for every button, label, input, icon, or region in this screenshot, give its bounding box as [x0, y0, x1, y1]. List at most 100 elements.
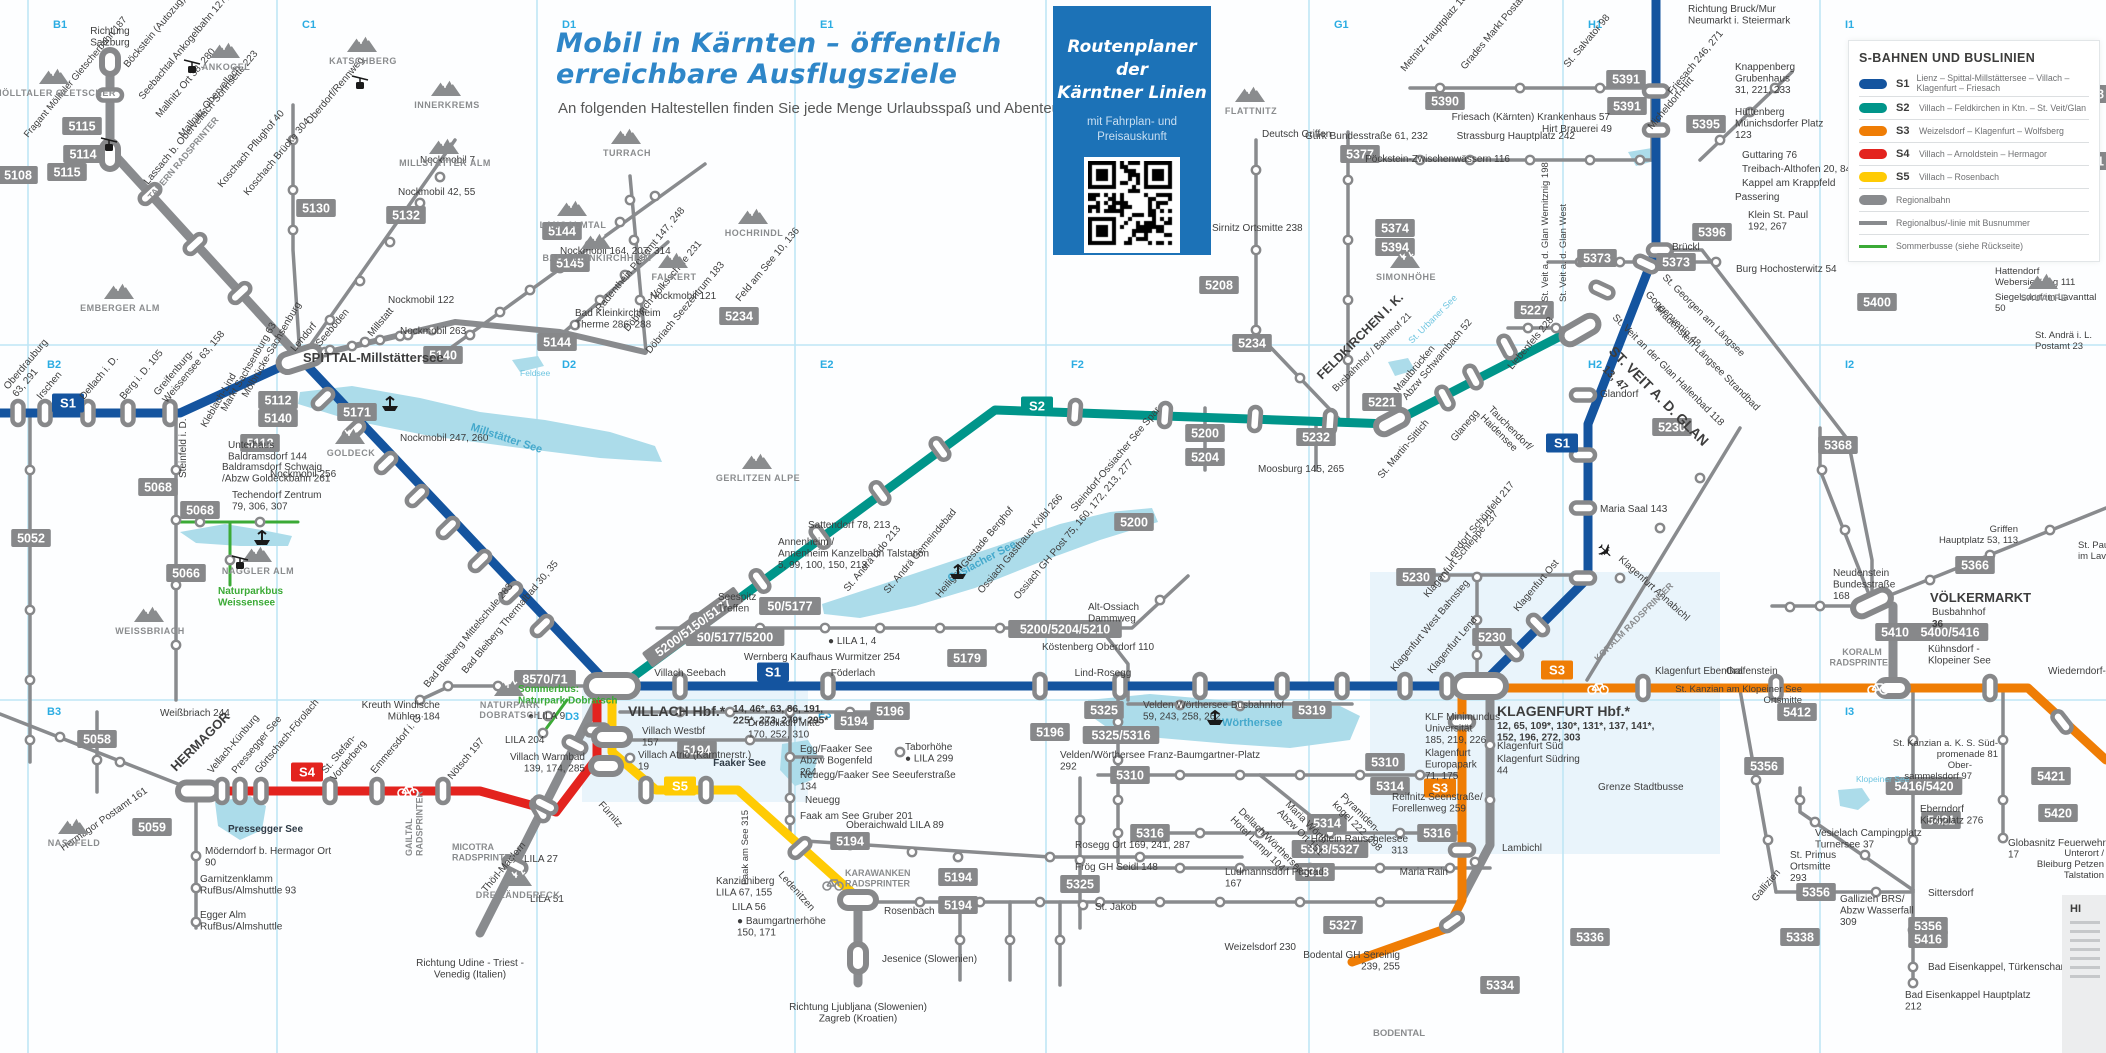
sline-flag-bg: [1541, 660, 1573, 680]
station-capsule: [1373, 406, 1411, 438]
map-label-text: LILA 51: [530, 894, 564, 905]
station-capsule: [820, 671, 836, 701]
map-label: Friesach (Kärnten) Krankenhaus 57: [1452, 112, 1611, 123]
bus-number-badge: 5338: [1780, 928, 1820, 946]
map-label-text: Feldsee: [520, 368, 551, 378]
bus-stop-dot: [464, 329, 476, 341]
bus-stop-dot: [1997, 734, 2009, 746]
station-capsule-shape: [1568, 500, 1598, 516]
bus-number-badge-bg: [1396, 568, 1436, 586]
map-label: Kühnsdorf -Klopeiner See: [1928, 644, 1991, 667]
grid-label: B2: [47, 359, 61, 371]
mountain-icon: GOLDECK: [327, 427, 376, 458]
map-label: Guttaring 76: [1742, 150, 1797, 161]
bus-number-badge-bg: [947, 649, 987, 667]
mountain-shape: [494, 680, 524, 696]
legend-line-desc: Villach – Arnoldstein – Hermagor: [1919, 148, 2047, 159]
bus-number-badge: 8570/71: [514, 670, 576, 688]
legend-swatch-s5: [1859, 172, 1889, 183]
station-capsule-shape: [698, 775, 714, 805]
grid-label: C1: [302, 19, 316, 31]
map-label-text: Maria Saal 143: [1600, 504, 1668, 515]
map-label-text: Richtung Udine - Triest -Venedig (Italie…: [416, 958, 524, 981]
routeplanner-sub-line1: mit Fahrplan- und: [1086, 115, 1178, 128]
station-capsule: [1558, 312, 1602, 348]
bus-number-badge-text: 5390: [1431, 95, 1459, 109]
sline-flag-s3: S3: [1541, 660, 1573, 680]
map-label: Friesach 246, 271: [1666, 28, 1726, 97]
bus-stop-dot: [1094, 896, 1106, 908]
station-capsule-shape: [1588, 279, 1616, 301]
station-capsule-shape: [837, 889, 879, 911]
map-label-text: Baldramsdorf Schwaig/Abzw Goldeckbahn 26…: [222, 462, 331, 485]
station-capsule-shape: [1156, 400, 1174, 430]
bus-stop-dot: [1034, 896, 1046, 908]
station-capsule: [80, 398, 96, 428]
bus-number-badge: 5204: [1185, 448, 1225, 466]
map-label-text: Nockmobil 7: [420, 155, 475, 166]
bus-stop-dot: [1414, 154, 1426, 166]
map-label: LILA 51: [530, 894, 564, 905]
bus-stop-dot: [1194, 827, 1206, 839]
mountain-shape: [738, 208, 768, 224]
mountain-label: NASSFELD: [48, 838, 101, 848]
bus-number-badge-bg: [62, 117, 102, 135]
station-capsule-shape: [1032, 671, 1048, 701]
map-label-text: Sommerbus:Naturpark Dobratsch: [518, 684, 617, 707]
map-label: Maria Rain: [1400, 867, 1448, 878]
station-capsule: [498, 580, 524, 606]
map-label: St. Kanzian a. K. S. Süd-promenade 81: [1893, 738, 1998, 760]
mountain-snow: [219, 41, 234, 50]
mountain-snow: [344, 427, 359, 436]
bus-number-badge-bg: [1744, 757, 1784, 775]
map-label: Tauchendorf/Haidensee: [1478, 404, 1535, 454]
mountain-icon: TURRACH: [603, 127, 651, 158]
bus-number-badge-text: 5396: [1698, 226, 1726, 240]
bus-stop-dot: [2044, 524, 2056, 536]
bus-stop-dot: [1234, 862, 1246, 874]
station-capsule: [847, 941, 869, 975]
bus-number-badge: 5366: [1955, 556, 1995, 574]
map-label: Steinfeld i. D.: [178, 419, 189, 478]
ferry-hull: [1207, 720, 1223, 725]
bus-stop-dot: [1414, 769, 1426, 781]
bus-stop-dot: [1112, 794, 1124, 806]
mountain-icon: EMBERGER ALM: [80, 282, 159, 313]
map-label: Neuegg: [805, 795, 840, 806]
bus-number-badge: 5373: [1577, 249, 1617, 267]
map-label: Klopeiner See: [1856, 774, 1910, 784]
bus-stop-dot: [784, 792, 796, 804]
bus-number-badge-text: 50/5177/5200: [697, 631, 774, 645]
station-capsule: [591, 726, 633, 748]
mountain-label: GOLDECK: [327, 448, 376, 458]
bus-number-badge-text: 8570/71: [522, 673, 567, 687]
bus-number-badge: 5310: [1110, 766, 1150, 784]
bus-stop-dot: [1294, 769, 1306, 781]
sline-flag-s5: S5: [664, 776, 696, 796]
map-label-text: Pöckstein-Zwischenwässern 116: [1365, 154, 1510, 165]
legend-item-rail: Regionalbahn: [1859, 189, 2089, 213]
bus-number-badge: 5420: [2038, 804, 2078, 822]
station-capsule: [1850, 586, 1894, 620]
map-label: Pressegger See: [228, 824, 303, 835]
bus-stop-dot: [1907, 977, 1919, 989]
station-capsule-shape: [1112, 671, 1128, 701]
mountain-snow: [1399, 251, 1414, 260]
map-label-text: LILA 56: [732, 902, 766, 913]
ferry-icon: [382, 395, 398, 411]
map-label-text: Hirt Brauerei 49: [1542, 124, 1612, 135]
sline-flag-bg: [1546, 433, 1578, 453]
bus-number-badge-text: 5140: [264, 412, 292, 426]
